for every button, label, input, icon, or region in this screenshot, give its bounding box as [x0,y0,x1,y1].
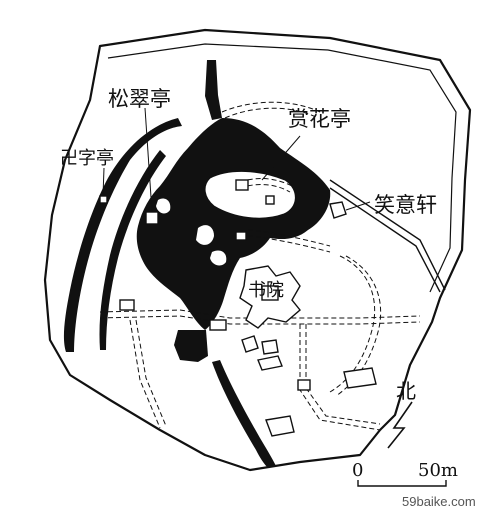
main-lake [136,118,331,330]
label-songcui-pavilion: 松翠亭 [108,87,171,111]
leader-lines [102,107,371,213]
south-lake [174,330,208,362]
south-gate-house [265,415,295,437]
outer-belt-line [107,43,457,293]
label-academy: 书院 [248,280,284,301]
label-xiaoyi-pavilion: 笑意轩 [374,193,437,217]
xiaoyi-pavilion-building [329,201,347,219]
east-road-a [329,179,446,291]
north-arrow-icon [387,401,413,449]
scale-bar: 0 50m [352,460,458,487]
south-hall-b [261,339,279,355]
west-inner-embankment [99,150,166,350]
south-hall-a [241,335,259,353]
label-shanghua-pavilion: 赏花亭 [288,107,351,131]
scale-zero: 0 [352,460,363,481]
lake-island-west [156,198,171,214]
academy-building-court [261,285,279,301]
island-hall [235,231,247,241]
west-embankment [63,118,183,352]
south-hall-c [257,355,283,371]
watermark-text: 59baike.com [402,494,476,509]
lake-island-small [196,225,214,245]
north-label: 北 [396,379,416,403]
songcui-pavilion-building [145,211,159,225]
lake-island-north [204,170,296,219]
bridge-house [209,319,227,331]
south-kiosk [297,379,311,391]
buildings [99,179,377,437]
south-west-band [212,360,276,468]
west-gate-house [119,299,135,311]
shanghua-pavilion-building [235,179,249,191]
north-arrow: 北 [387,379,416,449]
scale-line [357,480,447,487]
wanzi-pavilion-building [99,195,108,204]
scale-distance: 50m [418,460,458,481]
label-wanzi-pavilion: 卍字亭 [60,148,114,169]
east-gate-house [343,367,377,389]
north-stream [205,60,222,120]
island-kiosk [265,195,275,205]
lake-island-south [210,250,227,266]
east-road-b [329,187,441,293]
